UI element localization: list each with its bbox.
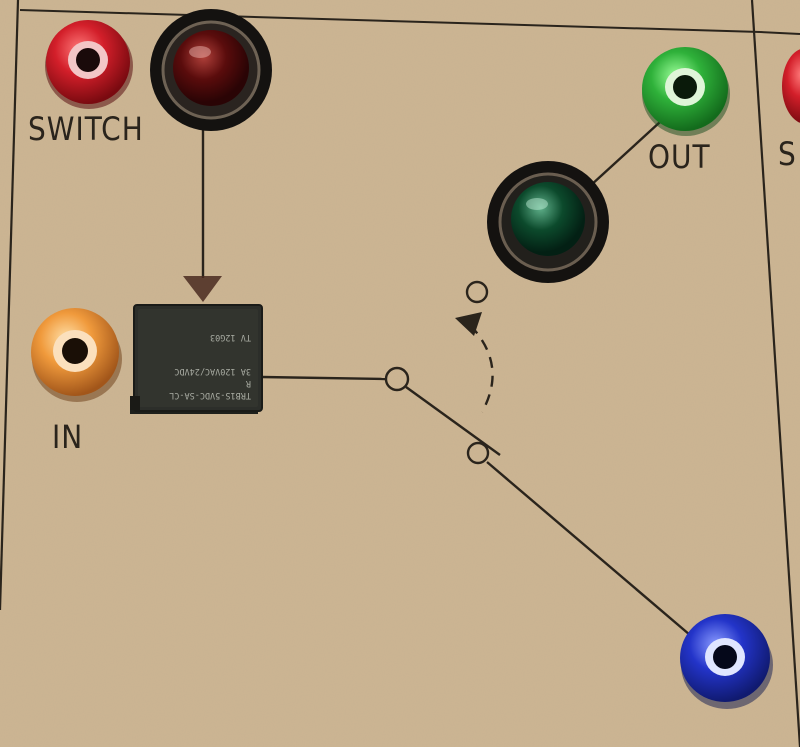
out-led-icon [487, 161, 609, 283]
right-edge-label: S [778, 135, 797, 173]
in-socket[interactable] [31, 308, 122, 402]
relay-rating: 3A 120VAC/24VDC [174, 366, 251, 376]
relay-label: TRB1S-5VDC-SA-CL R 3A 120VAC/24VDC TV 12… [140, 313, 255, 401]
switch-led-icon [150, 9, 272, 131]
out-label: OUT [648, 138, 711, 176]
relay-component [130, 304, 263, 414]
right-edge-socket[interactable] [782, 48, 800, 124]
in-label: IN [52, 418, 84, 456]
relay-mark: R [245, 378, 251, 388]
switch-label: SWITCH [28, 110, 144, 148]
switch-socket[interactable] [45, 20, 133, 109]
relay-code: TV 12G03 [210, 332, 251, 342]
out-socket[interactable] [642, 47, 730, 136]
common-socket[interactable] [680, 614, 773, 709]
relay-model: TRB1S-5VDC-SA-CL [169, 390, 251, 400]
